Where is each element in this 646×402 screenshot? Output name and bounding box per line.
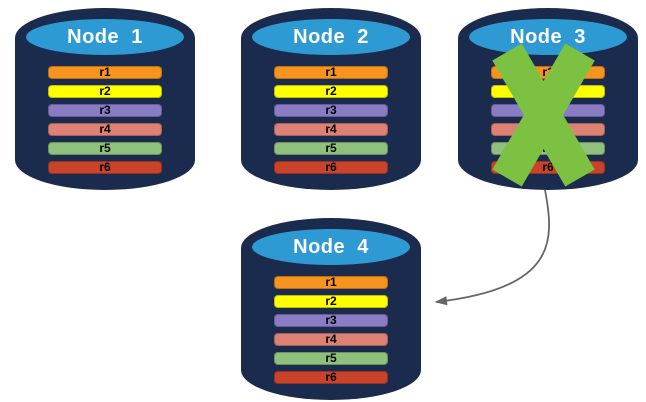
node-title: Node 2 <box>293 25 369 48</box>
replica-bar-r6: r6 <box>274 161 388 174</box>
replica-bar-r4: r4 <box>274 123 388 136</box>
replica-bar-r4: r4 <box>274 333 388 346</box>
replica-bar-r6: r6 <box>48 161 162 174</box>
replica-bar-r3: r3 <box>274 104 388 117</box>
replica-bar-r4: r4 <box>48 123 162 136</box>
node-title: Node 3 <box>510 25 586 48</box>
replica-bar-r2: r2 <box>274 85 388 98</box>
failure-x-icon <box>492 43 595 187</box>
replica-bar-r5: r5 <box>274 142 388 155</box>
replica-bar-r5: r5 <box>48 142 162 155</box>
replica-bar-r2: r2 <box>274 295 388 308</box>
replica-bar-r5: r5 <box>274 352 388 365</box>
replica-bar-r6: r6 <box>274 371 388 384</box>
replica-bar-r2: r2 <box>48 85 162 98</box>
failover-arrow-path <box>434 189 550 306</box>
replica-bar-r3: r3 <box>274 314 388 327</box>
replica-bar-r1: r1 <box>48 66 162 79</box>
replica-bar-r1: r1 <box>274 276 388 289</box>
replica-list: r1 r2 r3 r4 r5 r6 <box>48 66 162 174</box>
replica-bar-r3: r3 <box>48 104 162 117</box>
node-4: Node 4 r1 r2 r3 r4 r5 r6 <box>241 218 421 400</box>
node-title: Node 4 <box>293 235 369 258</box>
replica-list: r1 r2 r3 r4 r5 r6 <box>274 276 388 384</box>
node-title: Node 1 <box>67 25 143 48</box>
node-2: Node 2 r1 r2 r3 r4 r5 r6 <box>241 8 421 190</box>
replica-bar-r1: r1 <box>274 66 388 79</box>
replica-list: r1 r2 r3 r4 r5 r6 <box>274 66 388 174</box>
node-1: Node 1 r1 r2 r3 r4 r5 r6 <box>15 8 195 190</box>
